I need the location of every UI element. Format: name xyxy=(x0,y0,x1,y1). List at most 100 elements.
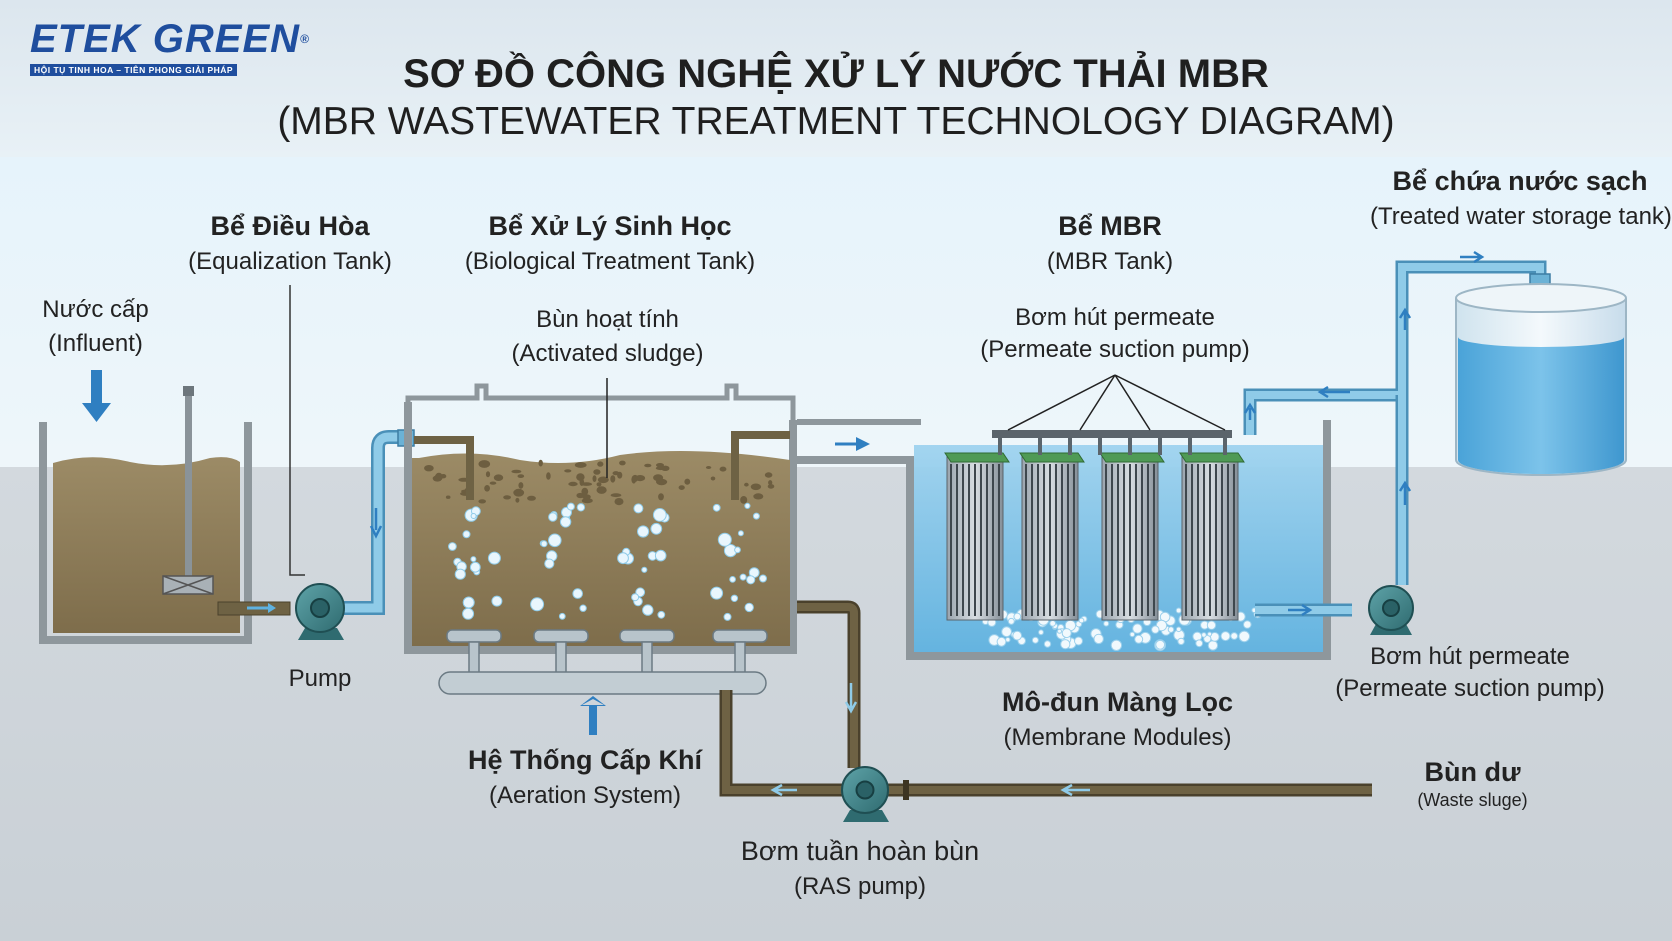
influent-label-en: (Influent) xyxy=(48,330,143,357)
sludge-floc xyxy=(564,469,572,473)
sludge-label-vi: Bùn hoạt tính xyxy=(536,306,679,333)
ras-label-vi: Bơm tuần hoàn bùn xyxy=(740,836,980,866)
air-bubble xyxy=(1175,607,1182,614)
air-bubble xyxy=(730,594,739,602)
membrane-module-top xyxy=(1179,452,1245,463)
sludge-floc xyxy=(574,462,587,468)
air-bubble xyxy=(470,556,477,563)
equalization-leader xyxy=(289,285,305,576)
air-bubble xyxy=(1220,631,1231,642)
air-bubble xyxy=(617,552,629,565)
air-bubble xyxy=(1043,640,1052,648)
sludge-floc xyxy=(517,474,525,478)
air-bubble xyxy=(1177,637,1185,646)
air-bubble xyxy=(1060,639,1071,650)
sludge-floc xyxy=(576,492,584,499)
membrane-label-vi: Mô-đun Màng Lọc xyxy=(1002,687,1233,717)
waste-label: Bùn dư (Waste sluge) xyxy=(1395,757,1550,811)
sludge-floc xyxy=(546,472,551,480)
air-bubble xyxy=(1078,617,1085,624)
sludge-floc xyxy=(596,486,607,494)
biological-label: Bể Xử Lý Sinh Học (Biological Treatment … xyxy=(445,211,775,276)
air-bubble xyxy=(1192,631,1203,642)
sludge-floc xyxy=(767,484,775,489)
air-bubble xyxy=(1155,639,1166,650)
air-bubble xyxy=(1207,631,1213,637)
air-bubble xyxy=(1074,636,1083,646)
air-bubble xyxy=(1038,629,1044,636)
diagram-title: SƠ ĐỒ CÔNG NGHỆ XỬ LÝ NƯỚC THẢI MBR xyxy=(403,52,1269,96)
sludge-floc xyxy=(489,481,497,485)
sludge-floc xyxy=(445,495,451,499)
air-bubble xyxy=(717,532,732,547)
sludge-floc xyxy=(710,476,716,481)
air-bubble xyxy=(1012,630,1023,641)
permeate-pipes xyxy=(1243,250,1551,617)
sludge-floc xyxy=(678,485,685,490)
overflow-channel xyxy=(797,419,1331,660)
air-bubble xyxy=(1103,620,1110,627)
equalization-label-en: (Equalization Tank) xyxy=(188,248,392,275)
sludge-floc xyxy=(581,487,589,496)
sludge-floc xyxy=(597,461,604,467)
mixer-shaft xyxy=(185,390,192,580)
air-bubble xyxy=(469,561,481,573)
air-bubble xyxy=(1195,639,1204,648)
clean-tank-label-en: (Treated water storage tank) xyxy=(1370,203,1672,230)
permeate-leader xyxy=(1007,374,1226,431)
sludge-floc xyxy=(592,475,597,482)
air-bubble xyxy=(1151,625,1160,634)
air-bubble xyxy=(470,513,477,519)
air-bubble xyxy=(1013,612,1022,621)
sludge-floc xyxy=(635,475,646,482)
sludge-floc xyxy=(511,469,522,474)
logo-brand-text: ETEK GREEN xyxy=(30,17,301,61)
waste-label-vi: Bùn dư xyxy=(1424,757,1521,787)
influent-label-vi: Nước cấp xyxy=(42,296,149,323)
clean-water-tank xyxy=(1455,283,1627,476)
air-bubble xyxy=(752,512,760,520)
biological-tank xyxy=(404,383,797,695)
pump1-pipes xyxy=(217,429,415,616)
influent-label: Nước cấp (Influent) xyxy=(28,296,163,358)
air-bubble xyxy=(448,542,457,551)
mbr-tank xyxy=(914,374,1323,652)
air-bubble xyxy=(530,597,545,612)
permeate-bottom-label-en: (Permeate suction pump) xyxy=(1335,675,1605,702)
air-bubble xyxy=(1061,628,1072,639)
sludge-floc xyxy=(740,496,748,504)
air-bubble xyxy=(1110,639,1123,651)
company-logo: ETEK GREEN® HỘI TỤ TINH HOA – TIÊN PHONG… xyxy=(30,18,330,78)
ground-band xyxy=(0,467,1672,941)
air-bubble xyxy=(462,530,471,539)
membrane-bubbles xyxy=(981,606,1262,652)
header-band xyxy=(0,0,1672,157)
air-bubble xyxy=(491,595,503,607)
air-bubble xyxy=(454,568,466,580)
diffusers xyxy=(446,629,768,675)
air-bubble xyxy=(544,558,555,569)
sludge-floc xyxy=(503,495,511,500)
sludge-floc xyxy=(515,497,520,503)
sludge-floc xyxy=(582,494,591,500)
air-bubble xyxy=(1201,632,1207,638)
membrane-module-top xyxy=(944,452,1010,463)
air-bubble xyxy=(729,576,736,583)
air-bubble xyxy=(576,503,586,512)
air-bubble xyxy=(737,530,744,537)
biological-label-en: (Biological Treatment Tank) xyxy=(464,248,756,275)
air-bubble xyxy=(759,574,767,583)
air-bubble xyxy=(1031,636,1039,644)
permeate-bottom-label: Bơm hút permeate (Permeate suction pump) xyxy=(1320,643,1620,703)
mbr-label: Bể MBR (MBR Tank) xyxy=(1010,211,1210,276)
air-bubble xyxy=(1001,626,1012,638)
air-bubble xyxy=(744,502,751,509)
air-bubble xyxy=(739,573,747,581)
sludge-floc xyxy=(619,460,626,466)
sludge-floc xyxy=(568,481,578,487)
air-bubble xyxy=(650,522,663,535)
air-bubble xyxy=(642,604,654,616)
air-bubble xyxy=(1175,626,1182,633)
ras-label: Bơm tuần hoàn bùn (RAS pump) xyxy=(720,836,1000,901)
air-bubble xyxy=(641,566,648,573)
